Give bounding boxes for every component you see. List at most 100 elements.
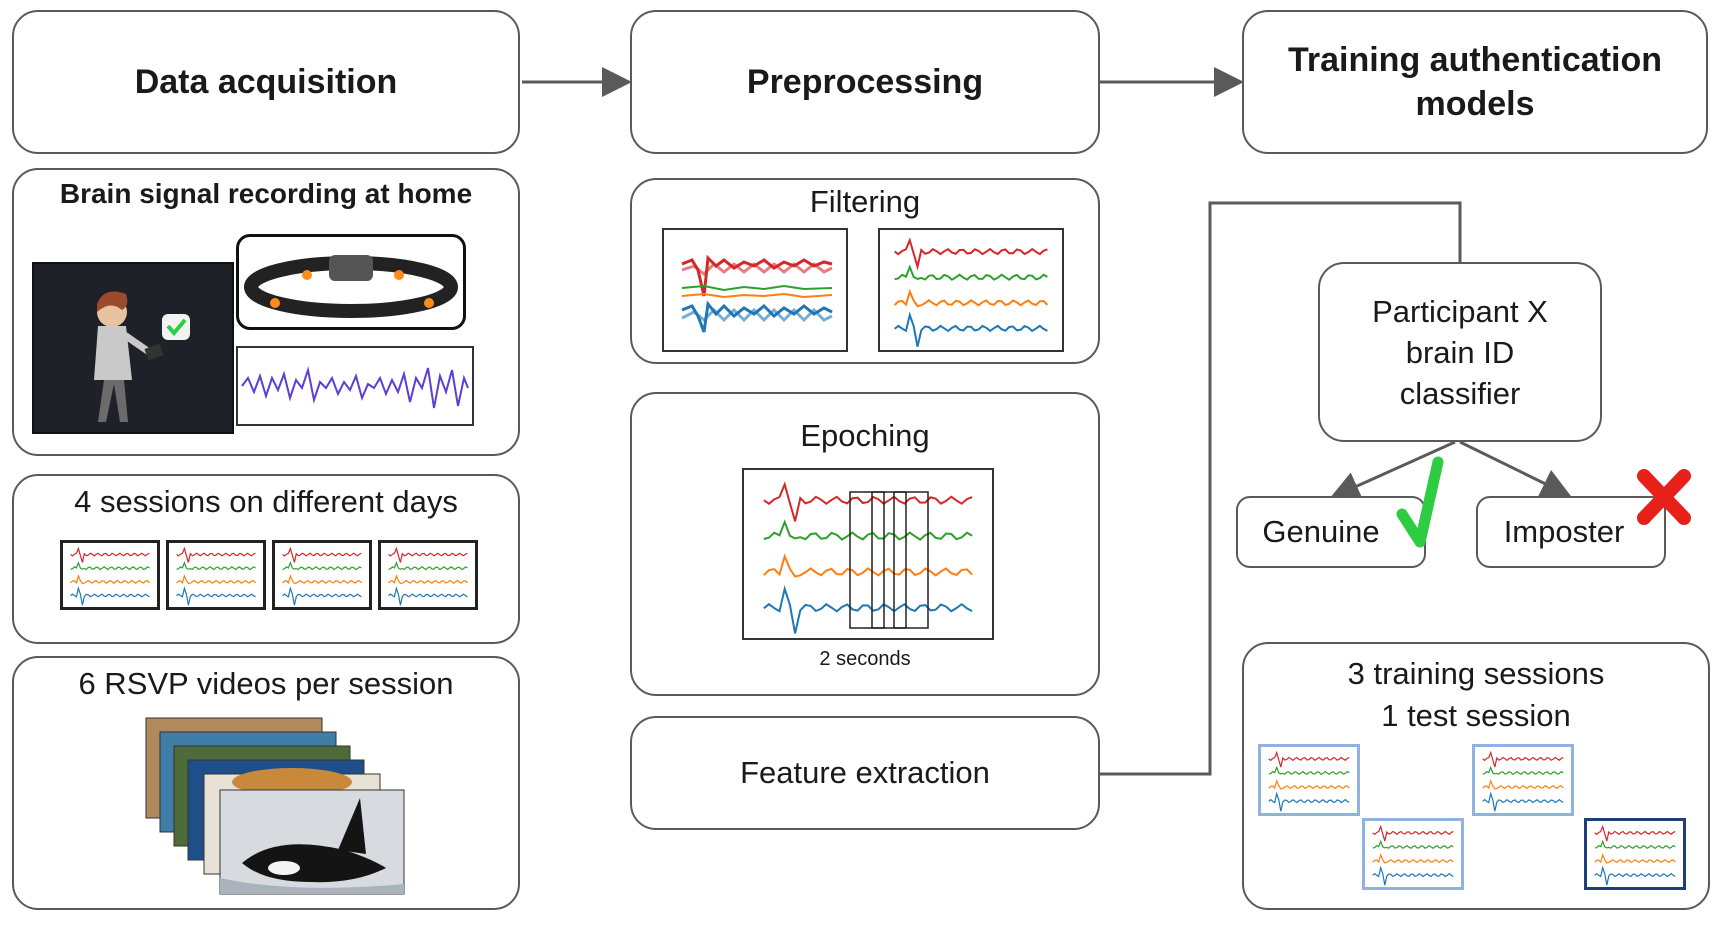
eeg-channel-trace: [1372, 824, 1454, 842]
rsvp-video-stack: [145, 717, 405, 895]
recording-panel: Brain signal recording at home: [12, 168, 520, 456]
feature-to-classifier-line: [1100, 201, 1462, 776]
eeg-trace-chart: [282, 546, 362, 606]
eeg-channel-trace: [894, 264, 1048, 281]
eeg-channel-trace: [176, 546, 256, 563]
epoch-plot: [742, 468, 994, 640]
cross-icon: [1637, 469, 1691, 525]
eeg-channel-trace: [388, 586, 468, 606]
eeg-channel-trace: [763, 481, 973, 522]
eeg-channel-trace: [1482, 779, 1564, 790]
eeg-channel-trace: [1482, 765, 1564, 776]
noisy-eeg-chart: [681, 254, 833, 333]
eeg-trace-chart: [1268, 750, 1350, 812]
eeg-channel-trace: [1482, 791, 1564, 812]
eeg-channel-trace: [893, 288, 1049, 308]
epoching-title: Epoching: [800, 418, 930, 453]
eeg-channel-trace: [388, 561, 468, 571]
eeg-channel-trace: [176, 561, 256, 571]
eeg-channel-trace: [1594, 839, 1676, 850]
step-title: Training authentication models: [1287, 41, 1663, 123]
imposter-label: Imposter: [1503, 514, 1625, 549]
eeg-channel-trace: [1594, 824, 1676, 842]
step-title: Preprocessing: [746, 63, 984, 101]
arrow-to-imposter: [1459, 440, 1572, 497]
eeg-channel-trace: [1268, 750, 1350, 768]
eeg-channel-trace: [893, 311, 1048, 347]
training-session-thumb: [1472, 744, 1574, 816]
train-sessions-label: 3 training sessions: [1347, 656, 1605, 691]
feature-extraction-panel: Feature extraction: [630, 716, 1100, 830]
eeg-channel-trace: [70, 586, 150, 606]
session-thumb: [166, 540, 266, 610]
eeg-channel-trace: [282, 574, 362, 585]
eeg-trace-chart: [893, 237, 1049, 347]
eeg-channel-trace: [1594, 865, 1676, 886]
filtering-panel: Filtering: [630, 178, 1100, 364]
eeg-channel-trace: [1268, 779, 1350, 790]
eeg-trace-chart: [1594, 824, 1676, 886]
eeg-channel-trace: [1268, 791, 1350, 812]
eeg-channel-trace: [894, 237, 1048, 271]
arrow-to-genuine: [1329, 440, 1456, 500]
test-session-label: 1 test session: [1381, 698, 1571, 733]
eeg-trace-chart: [1372, 824, 1454, 886]
orca-icon: [220, 798, 404, 894]
eeg-headband-icon: [244, 255, 458, 318]
eeg-channel-trace: [388, 574, 468, 585]
session-thumb: [60, 540, 160, 610]
classifier-label: Participant X brain ID classifier: [1372, 293, 1548, 411]
eeg-trace-chart: [1482, 750, 1564, 812]
filtered-signal-plot: [878, 228, 1064, 352]
eeg-channel-trace: [1372, 865, 1454, 886]
videos-panel: 6 RSVP videos per session: [12, 656, 520, 910]
avatar-icon: [94, 291, 190, 422]
eeg-channel-trace: [282, 586, 362, 606]
eeg-channel-trace: [176, 574, 256, 585]
eeg-channel-trace: [282, 546, 362, 563]
genuine-label: Genuine: [1262, 514, 1380, 549]
eeg-channel-trace: [763, 553, 973, 578]
eeg-channel-trace: [1372, 839, 1454, 850]
eeg-channel-trace: [1268, 765, 1350, 776]
avatar-scene: [32, 262, 234, 434]
eeg-headband-photo: [236, 234, 466, 330]
eeg-trace-chart: [388, 546, 468, 606]
epoch-windows-chart: [763, 481, 973, 634]
training-session-thumb: [1362, 818, 1464, 890]
eeg-channel-trace: [282, 561, 362, 571]
test-session-thumb: [1584, 818, 1686, 890]
eeg-channel-trace: [1594, 853, 1676, 864]
eeg-trace-chart: [70, 546, 150, 606]
epoch-caption: 2 seconds: [819, 648, 911, 670]
session-thumb: [272, 540, 372, 610]
eeg-channel-trace: [70, 561, 150, 571]
recording-title: Brain signal recording at home: [59, 178, 473, 209]
raw-eeg-waveform: [236, 346, 474, 426]
eeg-channel-trace: [176, 586, 256, 606]
eeg-channel-trace: [763, 519, 973, 541]
eeg-channel-trace: [388, 546, 468, 563]
step-preprocessing: Preprocessing: [630, 10, 1100, 154]
training-session-thumb: [1258, 744, 1360, 816]
raw-signal-plot: [662, 228, 848, 352]
session-thumb: [378, 540, 478, 610]
eeg-channel-trace: [1372, 853, 1454, 864]
step-training: Training authentication models: [1242, 10, 1708, 154]
check-icon: [1396, 456, 1444, 548]
step-data-acquisition: Data acquisition: [12, 10, 520, 154]
classifier-box: Participant X brain ID classifier: [1318, 262, 1602, 442]
sessions-title: 4 sessions on different days: [74, 484, 458, 519]
eeg-channel-trace: [763, 585, 973, 634]
genuine-box: Genuine: [1236, 496, 1426, 568]
epoching-panel: Epoching 2 seconds: [630, 392, 1100, 696]
eeg-channel-trace: [1482, 750, 1564, 768]
sessions-panel: 4 sessions on different days: [12, 474, 520, 644]
eeg-channel-trace: [70, 546, 150, 563]
eeg-trace-chart: [176, 546, 256, 606]
eeg-channel-trace: [70, 574, 150, 585]
filtering-title: Filtering: [809, 184, 921, 219]
feature-extraction-label: Feature extraction: [740, 755, 990, 790]
